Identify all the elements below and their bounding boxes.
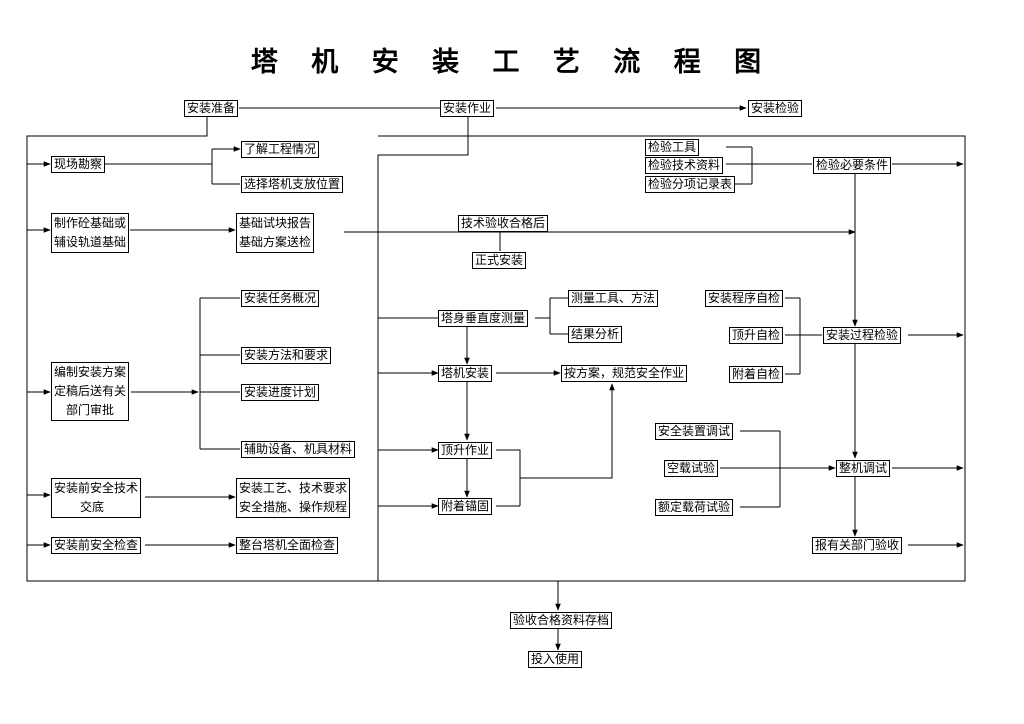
foundation-line2: 辅设轨道基础 bbox=[54, 235, 127, 249]
precheck-a-box: 整台塔机全面检查 bbox=[236, 537, 339, 554]
measure-tools-box: 测量工具、方法 bbox=[568, 290, 659, 307]
jacking-box: 顶升作业 bbox=[438, 442, 493, 459]
foundation-box: 制作砼基础或 辅设轨道基础 bbox=[51, 213, 130, 253]
stage-prep: 安装准备 bbox=[184, 100, 239, 117]
stage-work: 安装作业 bbox=[440, 100, 495, 117]
brief-line1: 安装前安全技术 bbox=[54, 481, 139, 495]
use-box: 投入使用 bbox=[528, 651, 583, 668]
survey-box: 现场勘察 bbox=[51, 156, 106, 173]
debug-box: 整机调试 bbox=[836, 460, 891, 477]
plan-b-box: 安装方法和要求 bbox=[241, 347, 332, 364]
brief-a-box: 安装工艺、技术要求 安全措施、操作规程 bbox=[236, 478, 351, 518]
survey-a-box: 了解工程情况 bbox=[241, 141, 320, 158]
tech-pass-box: 技术验收合格后 bbox=[458, 215, 549, 232]
plan-line3: 部门审批 bbox=[66, 403, 115, 417]
self-jack-box: 顶升自检 bbox=[729, 327, 784, 344]
self-anchor-box: 附着自检 bbox=[729, 366, 784, 383]
brief-a-line2: 安全措施、操作规程 bbox=[239, 500, 348, 514]
brief-line2: 交底 bbox=[80, 500, 105, 514]
survey-b-box: 选择塔机支放位置 bbox=[241, 176, 344, 193]
diagram-title: 塔 机 安 装 工 艺 流 程 图 bbox=[250, 47, 774, 78]
plan-box: 编制安装方案 定稿后送有关 部门审批 bbox=[51, 362, 130, 421]
safety-device-box: 安全装置调试 bbox=[655, 423, 734, 440]
standard-work-box: 按方案，规范安全作业 bbox=[561, 365, 688, 382]
anchor-box: 附着锚固 bbox=[438, 498, 493, 515]
plan-line2: 定稿后送有关 bbox=[54, 384, 127, 398]
brief-box: 安装前安全技术 交底 bbox=[51, 478, 142, 518]
formal-install-box: 正式安装 bbox=[472, 252, 527, 269]
rated-load-box: 额定载荷试验 bbox=[655, 499, 734, 516]
plan-a-box: 安装任务概况 bbox=[241, 290, 320, 307]
report-line1: 基础试块报告 bbox=[239, 216, 312, 230]
report-box: 基础试块报告 基础方案送检 bbox=[236, 213, 315, 253]
stage-inspect: 安装检验 bbox=[748, 100, 803, 117]
archive-box: 验收合格资料存档 bbox=[510, 612, 613, 629]
inspect-docs-box: 检验技术资料 bbox=[645, 157, 724, 174]
result-analysis-box: 结果分析 bbox=[568, 326, 623, 343]
inspect-tools-box: 检验工具 bbox=[645, 139, 700, 156]
plan-d-box: 辅助设备、机具材料 bbox=[241, 441, 356, 458]
no-load-box: 空载试验 bbox=[664, 460, 719, 477]
brief-a-line1: 安装工艺、技术要求 bbox=[239, 481, 348, 495]
self-proc-box: 安装程序自检 bbox=[705, 290, 784, 307]
vertical-measure-box: 塔身垂直度测量 bbox=[438, 310, 529, 327]
plan-c-box: 安装进度计划 bbox=[241, 384, 320, 401]
process-inspect-box: 安装过程检验 bbox=[823, 327, 902, 344]
foundation-line1: 制作砼基础或 bbox=[54, 216, 127, 230]
plan-line1: 编制安装方案 bbox=[54, 365, 127, 379]
report-accept-box: 报有关部门验收 bbox=[812, 537, 903, 554]
precheck-box: 安装前安全检查 bbox=[51, 537, 142, 554]
inspect-records-box: 检验分项记录表 bbox=[645, 176, 736, 193]
report-line2: 基础方案送检 bbox=[239, 235, 312, 249]
conditions-box: 检验必要条件 bbox=[813, 157, 892, 174]
tower-install-box: 塔机安装 bbox=[438, 365, 493, 382]
